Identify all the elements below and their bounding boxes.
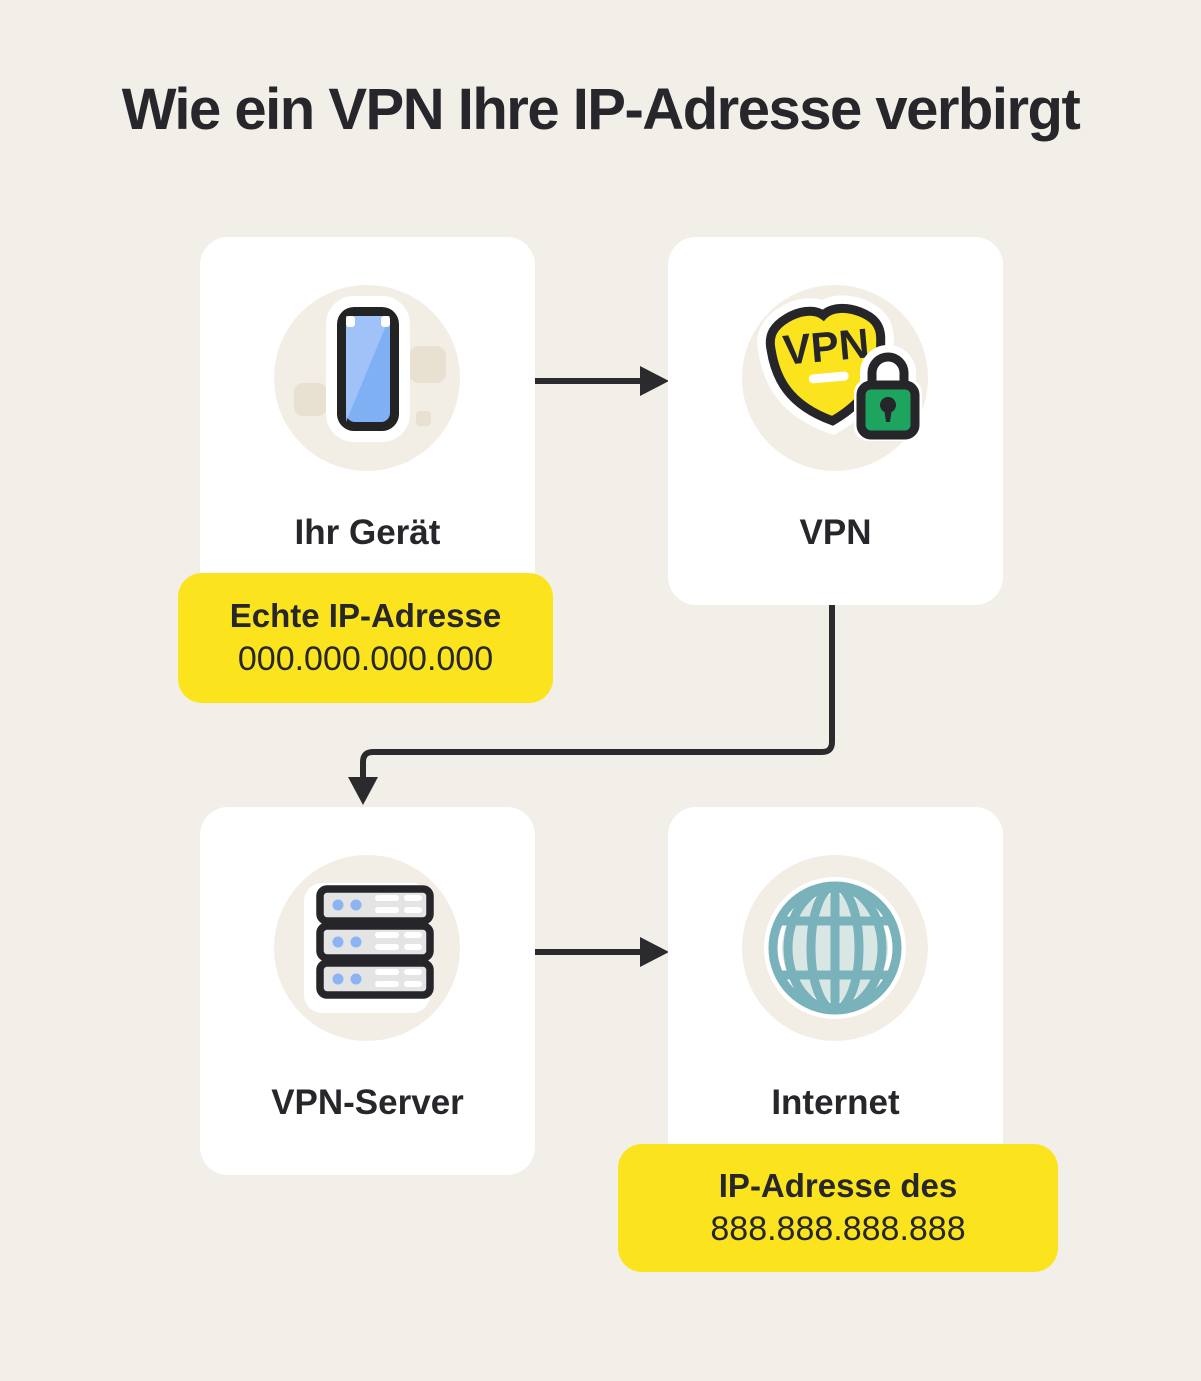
- vpn-server-ip-badge: IP-Adresse des 888.888.888.888: [618, 1144, 1058, 1272]
- card-vpn: VPN VPN: [668, 237, 1003, 605]
- card-internet: Internet: [668, 807, 1003, 1175]
- icon-circle: [274, 855, 460, 1041]
- real-ip-badge: Echte IP-Adresse 000.000.000.000: [178, 573, 553, 703]
- card-label-your-device: Ihr Gerät: [294, 513, 441, 552]
- card-your-device: Ihr Gerät: [200, 237, 535, 605]
- vpn-shield-lock-icon: VPN: [757, 295, 922, 441]
- vpn-server-ip-badge-value: 888.888.888.888: [710, 1210, 966, 1248]
- card-label-vpn-server: VPN-Server: [271, 1083, 464, 1122]
- card-vpn-server: VPN-Server: [200, 807, 535, 1175]
- icon-circle: [274, 285, 460, 471]
- smartphone-icon: [294, 296, 446, 442]
- globe-icon: [764, 877, 906, 1019]
- real-ip-badge-value: 000.000.000.000: [237, 640, 494, 678]
- icon-circle: [742, 855, 928, 1041]
- card-label-internet: Internet: [771, 1083, 900, 1122]
- vpn-server-ip-badge-title: IP-Adresse des: [718, 1167, 958, 1204]
- icon-circle: VPN: [742, 285, 928, 471]
- vpn-shield-label: VPN: [781, 319, 871, 373]
- server-stack-icon: [304, 883, 434, 1013]
- real-ip-badge-title: Echte IP-Adresse: [229, 597, 502, 634]
- page-title: Wie ein VPN Ihre IP-Adresse verbirgt: [121, 77, 1081, 142]
- card-label-vpn: VPN: [799, 513, 872, 552]
- arrow-device-to-vpn: [535, 366, 669, 396]
- arrow-server-to-internet: [535, 937, 669, 967]
